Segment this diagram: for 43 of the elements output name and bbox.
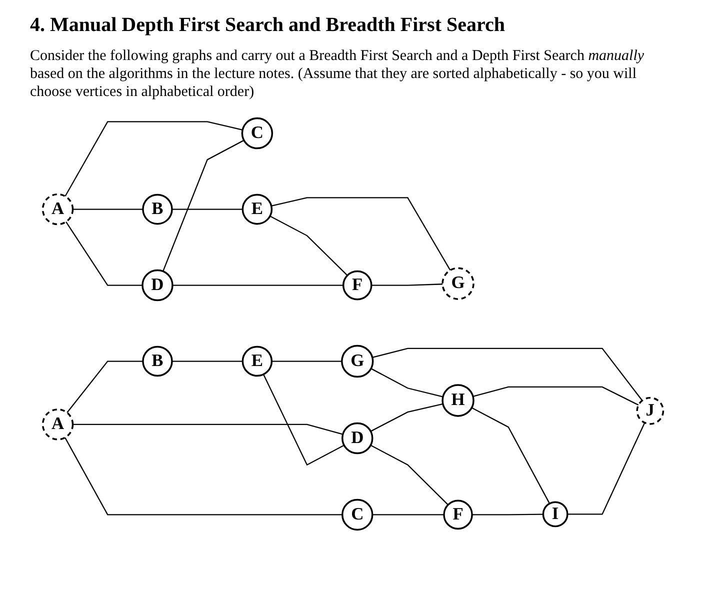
connector [370,403,444,432]
connector [370,368,444,398]
heading: 4. Manual Depth First Search and Breadth First Search [30,14,506,37]
connector [172,360,243,362]
node-circle: E [242,346,273,377]
connector [172,208,243,210]
connector [270,216,348,276]
connector [472,386,639,406]
connector [271,197,451,271]
node-circle: G [442,267,474,300]
node-circle: J [636,396,664,425]
connector [371,284,443,286]
connector [471,407,550,504]
instruction-paragraph: Consider the following graphs and carry out a Breadth First Search and a Depth First Search manually based on the algorithms in the lecture notes. (Assume that they are sorted alphabetically - so you will choose vertices in alphabetical order) [30,47,646,101]
connector [64,437,342,516]
connector [272,360,342,362]
connector [372,348,643,401]
connector [162,140,244,272]
connector [262,374,344,466]
node-circle: A [42,193,74,226]
node-circle: C [241,117,274,150]
connector [172,284,344,286]
node-circle: E [242,194,273,225]
connector [370,444,448,506]
node-circle: B [142,346,173,377]
connector [372,514,444,516]
connector [72,208,143,210]
connector [64,121,243,197]
node-circle: G [341,344,374,378]
node-circle: F [443,500,473,530]
node-circle: C [341,498,374,531]
connector [66,222,142,286]
node-circle: D [341,422,374,454]
connector [66,360,143,414]
connector [472,514,544,516]
connector [72,424,344,435]
node-circle: F [342,270,372,300]
node-circle: H [442,384,474,417]
node-circle: A [42,408,74,440]
node-circle: D [142,269,174,302]
node-circle: I [542,501,568,528]
node-circle: B [142,194,173,225]
connector [567,422,646,515]
